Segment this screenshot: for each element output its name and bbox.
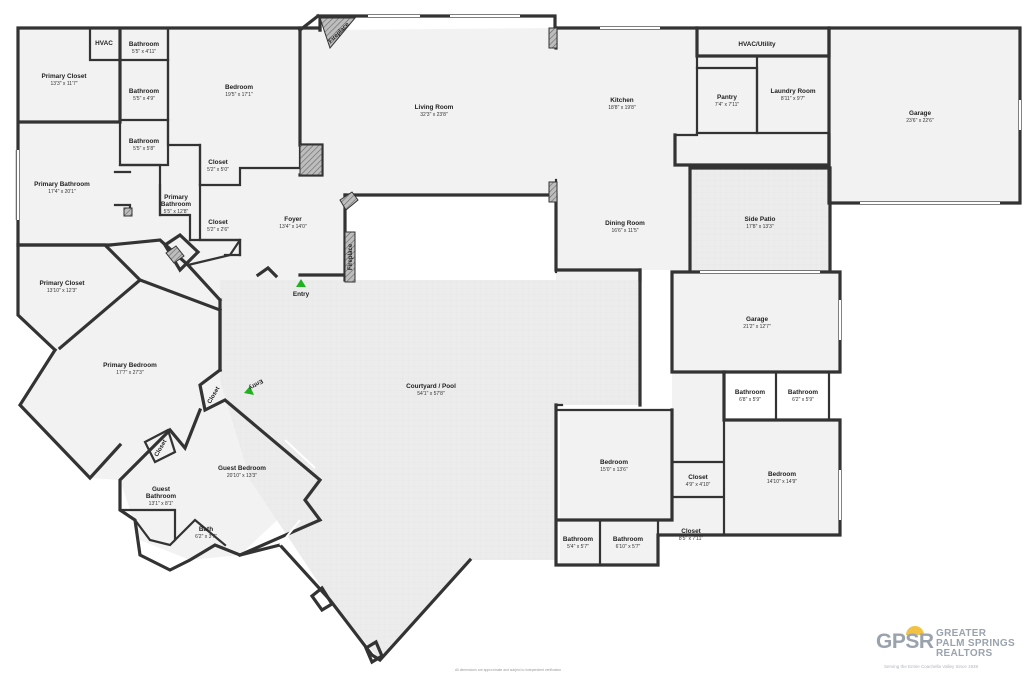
room-dim: 5'5" x 4'11" (132, 49, 156, 55)
logo-line-2: PALM SPRINGS (936, 638, 1015, 649)
room-name: Closet (681, 528, 701, 535)
room-dim: 6'10" x 5'7" (616, 544, 641, 550)
room-name: Closet (208, 219, 228, 226)
fireplaces (123, 17, 558, 283)
windows (15, 15, 1021, 546)
room-name: Bathroom (613, 536, 643, 543)
room-name: Bathroom (563, 536, 593, 543)
room-name: Courtyard / Pool (406, 383, 456, 390)
room-dim: 5'4" x 5'7" (567, 544, 589, 550)
room-name: HVAC (95, 40, 113, 47)
room-dim: 23'6" x 22'6" (906, 118, 934, 124)
room-name: Primary Bathroom (34, 181, 90, 188)
room-name: Bath (199, 526, 213, 533)
room-name: Bathroom (129, 41, 159, 48)
room-dim: 5'5" x 12'8" (164, 209, 189, 215)
disclaimer-text: All dimensions are approximate and subje… (455, 668, 562, 672)
room-dim: 5'5" x 5'8" (133, 146, 155, 152)
room-fills (18, 28, 1020, 660)
room-name: Laundry Room (770, 88, 815, 95)
room-name: Pantry (717, 94, 737, 101)
room-dim: 5'2" x 2'6" (207, 227, 229, 233)
room-dim: 7'4" x 7'11" (715, 102, 739, 108)
room-name: Bathroom (129, 88, 159, 95)
room-dim: 18'8" x 19'8" (608, 105, 636, 111)
room-dim: 17'7" x 27'3" (116, 370, 144, 376)
room-dim: 6'8" x 5'9" (739, 397, 761, 403)
room-name: Garage (909, 110, 931, 117)
room-dim: 14'10" x 14'9" (767, 479, 797, 485)
sun-icon (906, 626, 924, 635)
room-name: Bedroom (225, 84, 253, 91)
room-dim: 20'10" x 13'3" (227, 473, 257, 479)
room-name: Bathroom (788, 389, 818, 396)
room-dim: 17'4" x 20'1" (48, 189, 76, 195)
room-name: Primary Bedroom (103, 362, 157, 369)
room-dim: 13'1" x 8'1" (149, 501, 174, 507)
brand-logo: GPSR GREATER PALM SPRINGS REALTORS Servi… (876, 626, 1018, 674)
room-name: Bathroom (735, 389, 765, 396)
room-name: Guest (152, 486, 171, 493)
room-dim: 13'3" x 11'7" (50, 81, 77, 87)
room-name: Garage (746, 316, 768, 323)
logo-line-1: GREATER (936, 628, 987, 639)
room-name: Primary Closet (39, 280, 85, 287)
room-dim: 5'2" x 5'0" (207, 167, 229, 173)
room-dim: 6'2" x 3'7" (195, 534, 217, 540)
room-dim: 19'5" x 17'1" (225, 92, 253, 98)
room-dim: 13'10" x 12'3" (47, 288, 77, 294)
room-name: Side Patio (745, 216, 776, 223)
room-dim: 4'9" x 4'10" (686, 482, 711, 488)
room-dim: 17'8" x 13'3" (746, 224, 774, 230)
room-name: Closet (688, 474, 708, 481)
logo-mark: GPSR (876, 630, 934, 653)
room-name: Closet (208, 159, 228, 166)
room-dim: 32'3" x 23'8" (420, 112, 448, 118)
room-dim: 21'2" x 12'7" (743, 324, 771, 330)
room-name: Bathroom (129, 138, 159, 145)
room-labels: HVAC Bathroom 5'5" x 4'11" Primary Close… (34, 40, 934, 550)
room-name: Dining Room (605, 220, 645, 227)
room-name: Guest Bedroom (218, 465, 266, 472)
room-dim: 5'5" x 4'9" (133, 96, 155, 102)
entry-label: Entry (293, 291, 310, 298)
room-name: Bedroom (600, 459, 628, 466)
room-name: Foyer (284, 216, 302, 223)
room-name: Kitchen (610, 97, 634, 104)
entry-marker (244, 386, 254, 395)
room-dim: 8'5" x 7'11" (679, 536, 703, 542)
fireplace-label: Fireplace (348, 243, 354, 270)
room-name: Bedroom (768, 471, 796, 478)
room-dim: 16'6" x 11'5" (611, 228, 638, 234)
room-dim: 6'2" x 5'9" (792, 397, 814, 403)
room-dim: 15'0" x 13'6" (600, 467, 628, 473)
room-name-cont: Bathroom (146, 493, 176, 500)
entry-marker (296, 279, 306, 287)
room-name: Living Room (415, 104, 454, 111)
walls (16, 13, 1022, 665)
room-name: HVAC/Utility (738, 41, 776, 48)
room-dim: 54'1" x 57'8" (417, 391, 445, 397)
room-name: Primary (164, 194, 188, 201)
room-name: Primary Closet (41, 73, 87, 80)
room-dim: 13'4" x 14'0" (279, 224, 307, 230)
logo-line-3: REALTORS (936, 648, 993, 659)
room-dim: 8'11" x 9'7" (781, 96, 805, 102)
room-name-cont: Bathroom (161, 201, 191, 208)
logo-tagline: Serving the Entire Coachella Valley Sinc… (884, 664, 978, 669)
